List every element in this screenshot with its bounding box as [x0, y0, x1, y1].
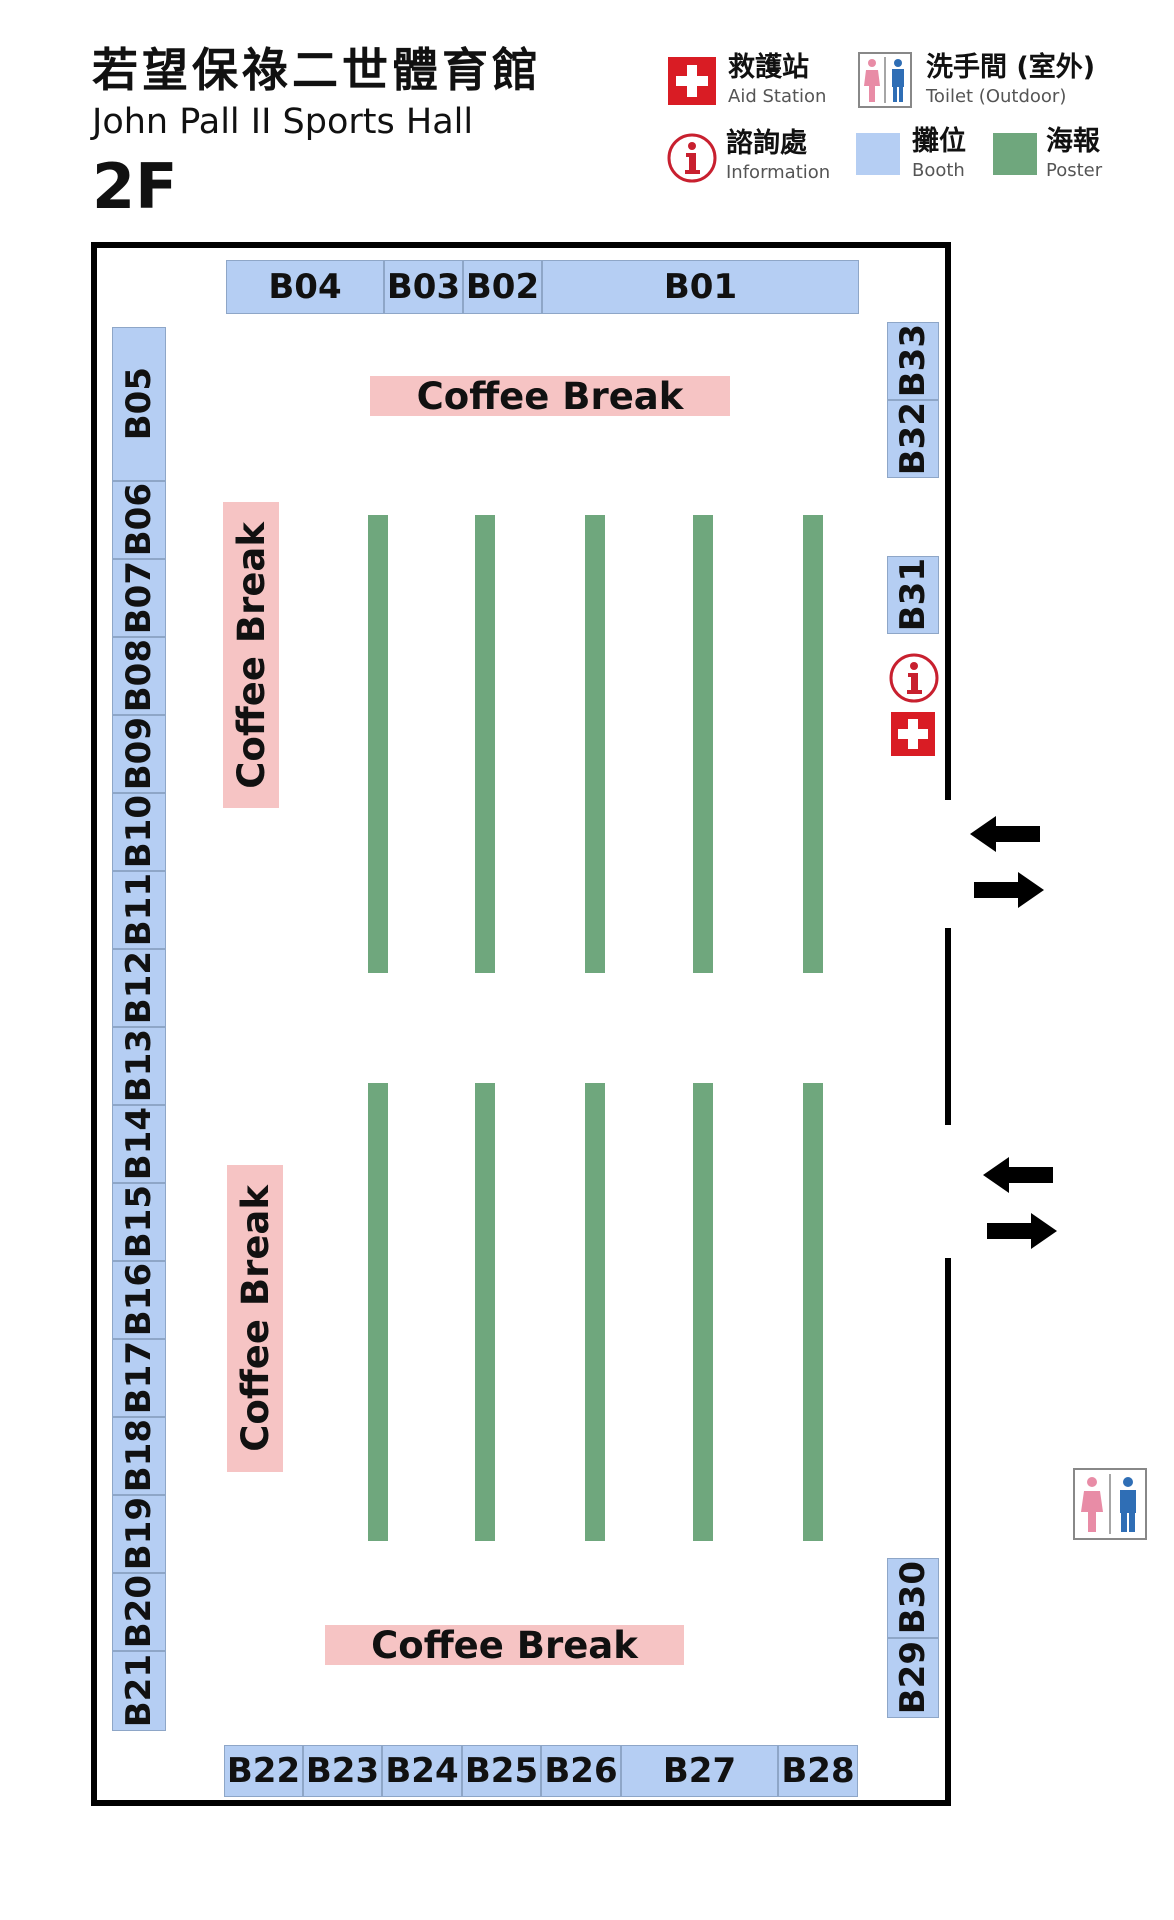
- booth-b14[interactable]: B14: [112, 1105, 166, 1183]
- booth-b26[interactable]: B26: [541, 1745, 621, 1797]
- poster-board: [368, 515, 388, 973]
- booth-b02[interactable]: B02: [463, 260, 542, 314]
- booth-b19[interactable]: B19: [112, 1495, 166, 1573]
- legend-poster-label-en: Poster: [1046, 160, 1103, 181]
- booth-b04[interactable]: B04: [226, 260, 384, 314]
- booth-b28[interactable]: B28: [778, 1745, 858, 1797]
- booth-b07[interactable]: B07: [112, 559, 166, 637]
- booth-b21[interactable]: B21: [112, 1651, 166, 1731]
- legend-toilet-label-zh: 洗手間 (室外): [926, 52, 1096, 83]
- hall-floor-plan: [91, 242, 951, 1806]
- toilet-icon: [1073, 1468, 1147, 1544]
- legend-info-label-en: Information: [726, 162, 831, 183]
- poster-board: [693, 515, 713, 973]
- booth-b17[interactable]: B17: [112, 1339, 166, 1417]
- aid-cross-icon: [891, 712, 935, 756]
- booth-b06[interactable]: B06: [112, 481, 166, 559]
- booth-b32[interactable]: B32: [887, 400, 939, 478]
- information-icon: [666, 132, 718, 188]
- legend-booth-label-zh: 攤位: [912, 126, 966, 157]
- entrance-arrows-icon: [983, 1153, 1057, 1261]
- poster-swatch: [993, 133, 1037, 175]
- booth-b18[interactable]: B18: [112, 1417, 166, 1495]
- booth-b11[interactable]: B11: [112, 871, 166, 949]
- legend-aid-label-en: Aid Station: [728, 86, 827, 107]
- booth-b31[interactable]: B31: [887, 556, 939, 634]
- legend-poster-label-zh: 海報: [1046, 126, 1100, 157]
- poster-board: [475, 1083, 495, 1541]
- booth-b08[interactable]: B08: [112, 637, 166, 715]
- entrance-gap-upper: [943, 800, 953, 928]
- booth-b03[interactable]: B03: [384, 260, 463, 314]
- legend-aid-label-zh: 救護站: [728, 52, 809, 83]
- information-icon: [888, 652, 940, 708]
- entrance-gap-lower: [943, 1125, 953, 1258]
- booth-b01[interactable]: B01: [542, 260, 859, 314]
- poster-board: [585, 515, 605, 973]
- booth-b09[interactable]: B09: [112, 715, 166, 793]
- booth-b27[interactable]: B27: [621, 1745, 778, 1797]
- poster-board: [693, 1083, 713, 1541]
- coffee-break-left-upper: Coffee Break: [223, 502, 279, 808]
- aid-cross-icon: [668, 57, 716, 105]
- booth-b30[interactable]: B30: [887, 1558, 939, 1638]
- legend-toilet-label-en: Toilet (Outdoor): [926, 86, 1067, 107]
- booth-b22[interactable]: B22: [224, 1745, 303, 1797]
- coffee-break-bottom: Coffee Break: [325, 1624, 684, 1667]
- toilet-icon: [858, 52, 912, 112]
- poster-board: [368, 1083, 388, 1541]
- booth-b25[interactable]: B25: [462, 1745, 541, 1797]
- coffee-break-top: Coffee Break: [370, 375, 730, 418]
- poster-board: [475, 515, 495, 973]
- booth-b05[interactable]: B05: [112, 327, 166, 481]
- booth-b29[interactable]: B29: [887, 1638, 939, 1718]
- booth-b12[interactable]: B12: [112, 949, 166, 1027]
- venue-title-chinese: 若望保祿二世體育館: [92, 43, 542, 97]
- floor-label: 2F: [92, 150, 178, 223]
- booth-b24[interactable]: B24: [382, 1745, 462, 1797]
- legend-info-label-zh: 諮詢處: [726, 128, 807, 159]
- booth-b16[interactable]: B16: [112, 1261, 166, 1339]
- booth-b33[interactable]: B33: [887, 322, 939, 400]
- booth-swatch: [856, 133, 900, 175]
- booth-b13[interactable]: B13: [112, 1027, 166, 1105]
- legend-booth-label-en: Booth: [912, 160, 965, 181]
- booth-b10[interactable]: B10: [112, 793, 166, 871]
- booth-b23[interactable]: B23: [303, 1745, 382, 1797]
- venue-title-english: John Pall II Sports Hall: [92, 102, 474, 142]
- poster-board: [803, 1083, 823, 1541]
- booth-b20[interactable]: B20: [112, 1573, 166, 1651]
- coffee-break-left-lower: Coffee Break: [227, 1165, 283, 1472]
- booth-b15[interactable]: B15: [112, 1183, 166, 1261]
- entrance-arrows-icon: [970, 812, 1044, 920]
- poster-board: [585, 1083, 605, 1541]
- poster-board: [803, 515, 823, 973]
- legend: 救護站 Aid Station 洗手間 (室外) Toilet (Outdoor…: [0, 0, 1174, 200]
